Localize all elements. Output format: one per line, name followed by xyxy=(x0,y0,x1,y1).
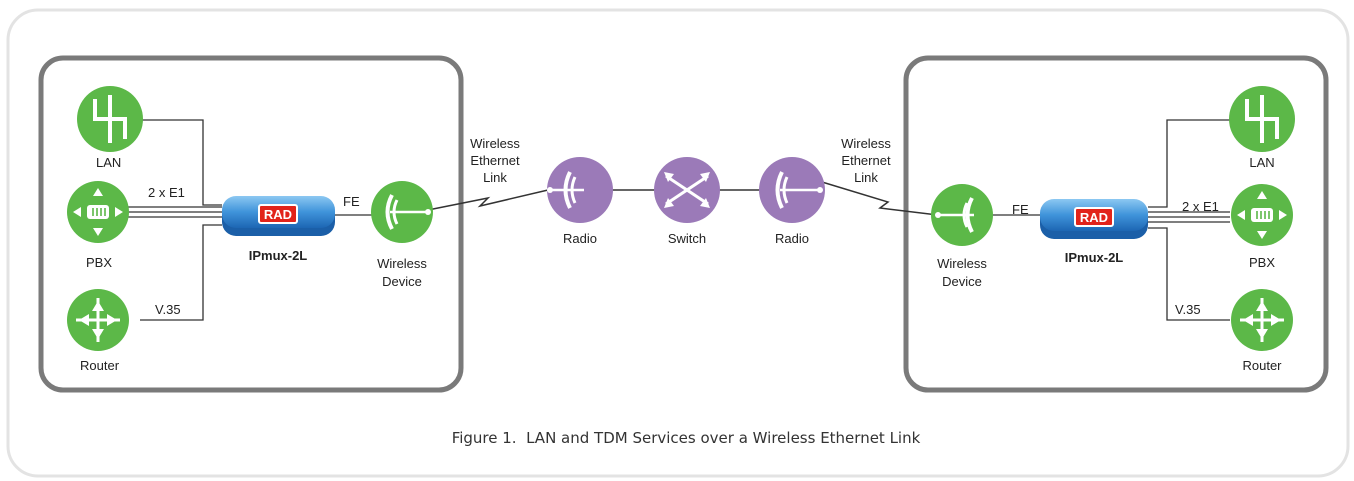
right-link-label-line2: Ethernet xyxy=(841,153,891,168)
left-pbx-label: PBX xyxy=(86,255,112,270)
left-router-node xyxy=(67,289,129,351)
right-pbx-label: PBX xyxy=(1249,255,1275,270)
right-wireless-node xyxy=(931,184,993,246)
core-connections xyxy=(417,181,947,217)
left-pbx-node xyxy=(67,181,129,243)
left-v35-label: V.35 xyxy=(155,302,181,317)
left-wireless-label-line2: Device xyxy=(382,274,422,289)
right-fe-label: FE xyxy=(1012,202,1029,217)
right-wireless-label-line1: Wireless xyxy=(937,256,987,271)
right-device-logo: RAD xyxy=(1080,210,1108,225)
right-device-label: IPmux-2L xyxy=(1065,250,1124,265)
right-radio-node xyxy=(759,157,825,223)
left-e1-label: 2 x E1 xyxy=(148,185,185,200)
right-link-label-line3: Link xyxy=(854,170,878,185)
switch-label: Switch xyxy=(668,231,706,246)
left-fe-label: FE xyxy=(343,194,360,209)
left-lan-node xyxy=(77,86,143,152)
right-link-label-line1: Wireless xyxy=(841,136,891,151)
left-link-label-line3: Link xyxy=(483,170,507,185)
left-ipmux-device xyxy=(222,196,335,236)
right-e1-label: 2 x E1 xyxy=(1182,199,1219,214)
right-connections xyxy=(992,119,1230,321)
left-link-label-line2: Ethernet xyxy=(470,153,520,168)
right-radio-label: Radio xyxy=(775,231,809,246)
switch-node xyxy=(654,157,720,223)
left-router-label: Router xyxy=(80,358,120,373)
right-pbx-node xyxy=(1231,184,1293,246)
right-ipmux-device xyxy=(1040,199,1148,239)
right-lan-label: LAN xyxy=(1249,155,1274,170)
left-device-logo: RAD xyxy=(264,207,292,222)
right-v35-label: V.35 xyxy=(1175,302,1201,317)
left-radio-node xyxy=(547,157,613,223)
right-router-label: Router xyxy=(1242,358,1282,373)
left-wireless-label-line1: Wireless xyxy=(377,256,427,271)
left-wireless-node xyxy=(371,181,433,243)
right-wireless-label-line2: Device xyxy=(942,274,982,289)
right-router-node xyxy=(1231,289,1293,351)
left-link-label-line1: Wireless xyxy=(470,136,520,151)
figure-caption: Figure 1. LAN and TDM Services over a Wi… xyxy=(452,429,921,447)
left-lan-label: LAN xyxy=(96,155,121,170)
right-lan-node xyxy=(1229,86,1295,152)
left-connections xyxy=(125,119,376,321)
left-radio-label: Radio xyxy=(563,231,597,246)
left-device-label: IPmux-2L xyxy=(249,248,308,263)
